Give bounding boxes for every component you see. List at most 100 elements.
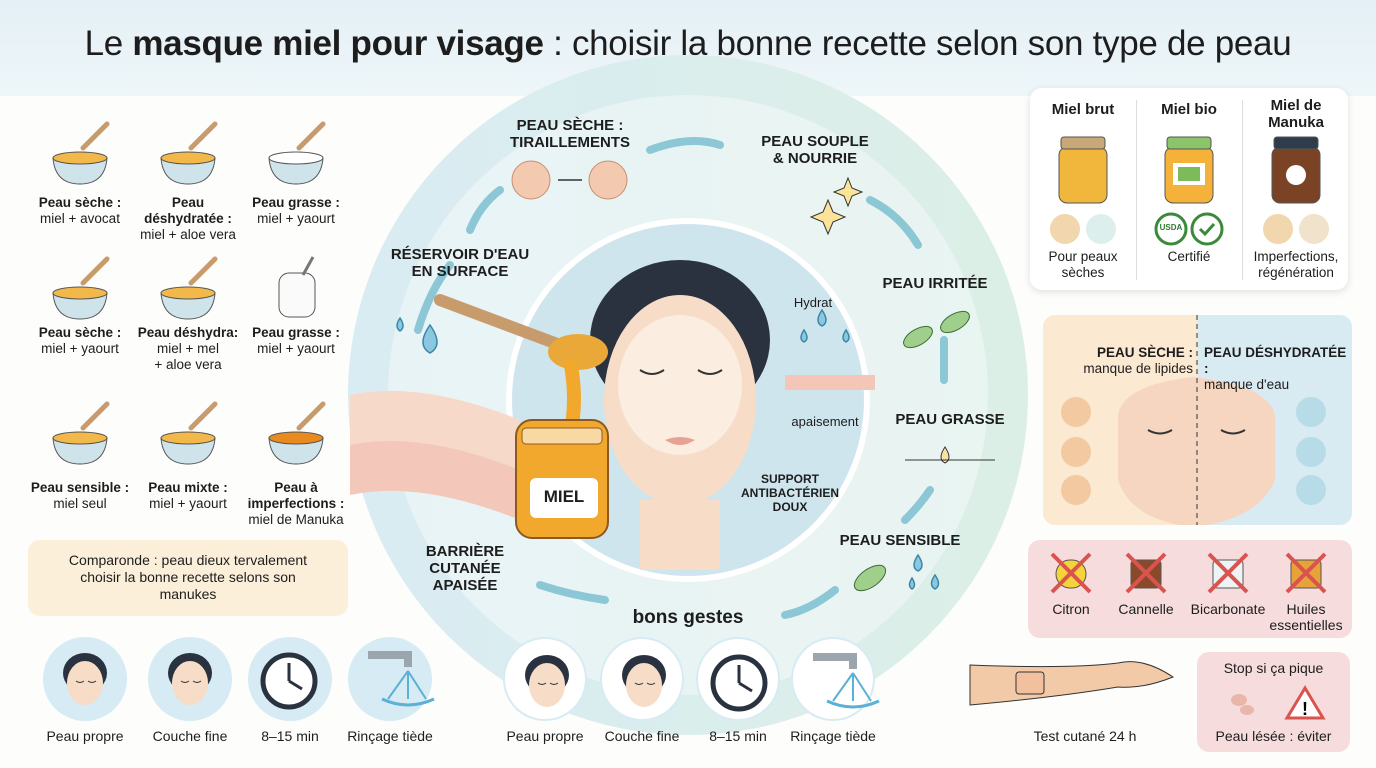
stop-text: Peau lésée : éviter (1215, 728, 1332, 744)
warning-icon: ! (1284, 685, 1326, 720)
skin-layer-illustration (350, 390, 520, 470)
recipe-title: Peau grasse : (252, 325, 340, 340)
honey-desc: Certifié (1167, 249, 1211, 264)
stop-title: Stop si ça pique (1223, 660, 1324, 676)
recipe-item: Peau à imperfections :miel de Manuka (240, 480, 352, 528)
step-label: Rinçage tiède (347, 728, 433, 744)
recipe-text: miel seul (53, 496, 107, 511)
skin-compare-panel: PEAU SÈCHE :manque de lipides PEAU DÉSHY… (1043, 315, 1352, 525)
recipe-title: Peau déshydratée : (144, 195, 232, 226)
smooth-skin-icon (588, 160, 628, 200)
avoid-baking-soda-icon (1207, 552, 1249, 594)
svg-text:!: ! (1302, 699, 1308, 719)
bowl-aloe-icon (143, 120, 233, 188)
bowl-aloe-bottle-icon (143, 255, 233, 323)
cycle-label-barriere: BARRIÈRE CUTANÉE APAISÉE (425, 543, 505, 594)
recipe-item: Peau déshydratée :miel + aloe vera (132, 195, 244, 243)
honey-divider (1136, 100, 1137, 280)
recipe-text: miel de Manuka (248, 512, 344, 527)
avoid-label: Citron (1052, 601, 1090, 617)
water-icons (1296, 397, 1326, 505)
cycle-label-grasse: PEAU GRASSE (895, 411, 1005, 428)
recipe-title: Peau grasse : (252, 195, 340, 210)
cycle-label-seche: PEAU SÈCHE : TIRAILLEMENTS (510, 117, 630, 151)
recipe-item: Peau sensible :miel seul (24, 480, 136, 512)
recipe-title: Peau sèche : (38, 325, 122, 340)
honey-feature-icons (1263, 214, 1329, 244)
dehydrated-text: manque d'eau (1204, 377, 1290, 392)
hydrat-label: Hydrat (793, 295, 833, 310)
apaisement-label: apaisement (791, 414, 859, 429)
honey-name: Miel bio (1161, 101, 1217, 118)
recipe-title: Peau sèche : (38, 195, 122, 210)
recipe-text: miel + aloe vera (140, 227, 236, 242)
step-label: Peau propre (46, 728, 124, 744)
step-label: 8–15 min (261, 728, 319, 744)
recipe-text: miel + mel + aloe vera (154, 341, 222, 372)
avoid-lemon-icon (1050, 552, 1092, 594)
honey-feature-icons (1154, 212, 1224, 246)
dry-skin-icon (511, 160, 551, 200)
avoid-label: Cannelle (1118, 601, 1174, 617)
honey-name: Miel de Manuka (1268, 97, 1324, 131)
bowl-yogurt-jar-icon (143, 400, 233, 468)
recipe-title: Peau sensible : (30, 480, 130, 495)
stop-panel: Stop si ça pique ! Peau lésée : éviter (1197, 652, 1350, 752)
recipe-item: Peau sèche :miel + yaourt (24, 325, 136, 357)
water-tap-icon (791, 637, 880, 721)
cycle-label-irritee: PEAU IRRITÉE (882, 275, 988, 292)
support-label: SUPPORT ANTIBACTÉRIEN DOUX (741, 472, 839, 514)
sparkle-icon (809, 176, 864, 236)
face-wash-icon (503, 637, 587, 721)
step-label: 8–15 min (709, 728, 767, 744)
note-text: Comparonde : peau dieux tervalement choi… (68, 552, 308, 602)
recipe-title: Peau déshydra: (137, 325, 239, 340)
timer-icon (696, 637, 780, 721)
honey-divider (1242, 100, 1243, 280)
recipe-text: miel + avocat (40, 211, 120, 226)
timer-icon (248, 637, 332, 721)
recipe-title: Peau à imperfections : (247, 480, 345, 511)
dry-text: manque de lipides (1083, 361, 1193, 376)
skin-cross-section-icon (785, 375, 875, 390)
step-label: Rinçage tiède (790, 728, 876, 744)
yogurt-jar-icon (251, 255, 341, 323)
recipe-item: Peau grasse :miel + yaourt (240, 325, 352, 357)
face-wash-icon (43, 637, 127, 721)
step-label: Couche fine (604, 728, 680, 744)
face-icon (600, 637, 684, 721)
honey-name: Miel brut (1051, 101, 1115, 118)
water-tap-icon (348, 637, 435, 721)
usda-badge-label: USDA (1159, 223, 1183, 232)
bons-gestes-title: bons gestes (632, 607, 744, 628)
honey-desc: Imperfections, régénération (1253, 249, 1339, 280)
manuka-bowl-icon (251, 400, 341, 468)
oil-drop-icon (905, 446, 995, 464)
arm-patch-test-icon (969, 661, 1175, 706)
leaf-icon (903, 325, 933, 349)
water-drop-icons (396, 308, 940, 590)
test-label: Test cutané 24 h (1033, 728, 1137, 744)
irritated-skin-icon (1231, 694, 1254, 715)
recipe-text: miel + yaourt (257, 211, 335, 226)
dehydrated-title: PEAU DÉSHYDRATÉE : (1204, 345, 1347, 376)
lipid-icons (1061, 397, 1091, 505)
honey-desc: Pour peaux sèches (1048, 249, 1118, 280)
recipe-item: Peau sèche :miel + avocat (24, 195, 136, 227)
bowl-avocado-icon (35, 120, 125, 188)
cycle-label-reservoir: RÉSERVOIR D'EAU EN SURFACE (390, 246, 530, 280)
spoon-icon (434, 294, 566, 351)
honey-jar-icon (1058, 136, 1108, 204)
cycle-label-souple: PEAU SOUPLE & NOURRIE (761, 133, 869, 167)
avoid-essential-oil-icon (1285, 552, 1327, 594)
recipe-title: Peau mixte : (148, 480, 228, 495)
cycle-label-sensible: PEAU SENSIBLE (839, 532, 961, 549)
bowl-honey-icon (35, 400, 125, 468)
bowl-yogurt-icon (251, 120, 341, 188)
recipe-text: miel + yaourt (41, 341, 119, 356)
dry-title: PEAU SÈCHE : (1096, 345, 1193, 360)
avoid-cinnamon-icon (1125, 552, 1167, 594)
recipe-item: Peau grasse :miel + yaourt (240, 195, 352, 227)
jar-label: MIEL (543, 487, 585, 506)
